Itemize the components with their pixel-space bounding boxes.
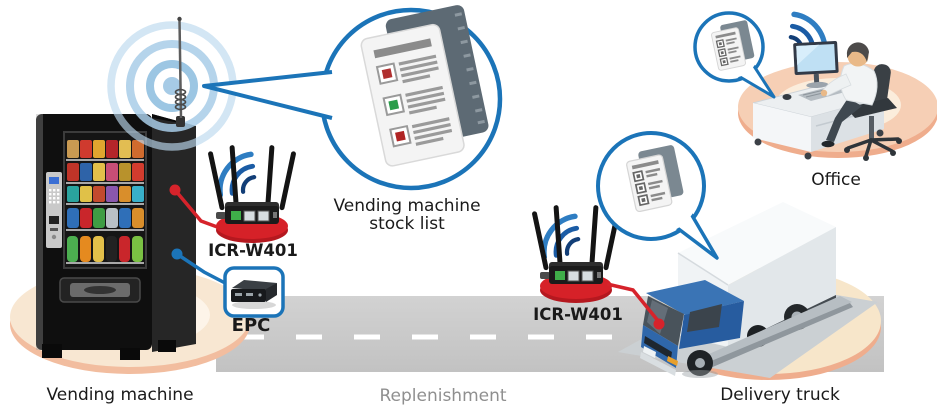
vending-machine-label: Vending machine [46, 385, 194, 405]
vending-dispenser [59, 277, 141, 303]
monitor-icon [793, 40, 839, 89]
mouse-icon [782, 94, 792, 100]
office-worker [820, 42, 878, 148]
office-document-callout [693, 11, 776, 99]
stock-list-label-line1: Vending machine [333, 196, 481, 216]
router-left-icon [207, 144, 297, 244]
antenna-icon [174, 16, 187, 127]
vending-machine-illustration [36, 114, 196, 360]
truck-document-callout [596, 131, 719, 260]
epc-device [223, 266, 285, 318]
vending-control-panel [46, 172, 62, 248]
router-middle-icon [531, 204, 621, 304]
truck-cab [640, 280, 744, 378]
office-label: Office [811, 170, 861, 190]
vending-products [66, 140, 144, 264]
router-middle-label: ICR-W401 [533, 305, 623, 324]
epc-label: EPC [231, 315, 271, 336]
office-illustration [752, 14, 902, 161]
stock-list-callout [202, 2, 503, 191]
connector-vending-to-router [169, 184, 221, 230]
connector-router-to-truck [606, 282, 665, 330]
router-left-label: ICR-W401 [208, 241, 298, 260]
replenishment-label: Replenishment [379, 386, 507, 406]
stock-list-label-line2: stock list [369, 214, 445, 234]
delivery-truck-label: Delivery truck [720, 385, 840, 405]
connector-vending-to-epc [171, 248, 228, 286]
vending-display [49, 177, 59, 184]
delivery-truck-illustration [640, 202, 853, 378]
stock-list-label: Vending machine stock list [333, 197, 480, 233]
vending-feet [42, 340, 176, 360]
